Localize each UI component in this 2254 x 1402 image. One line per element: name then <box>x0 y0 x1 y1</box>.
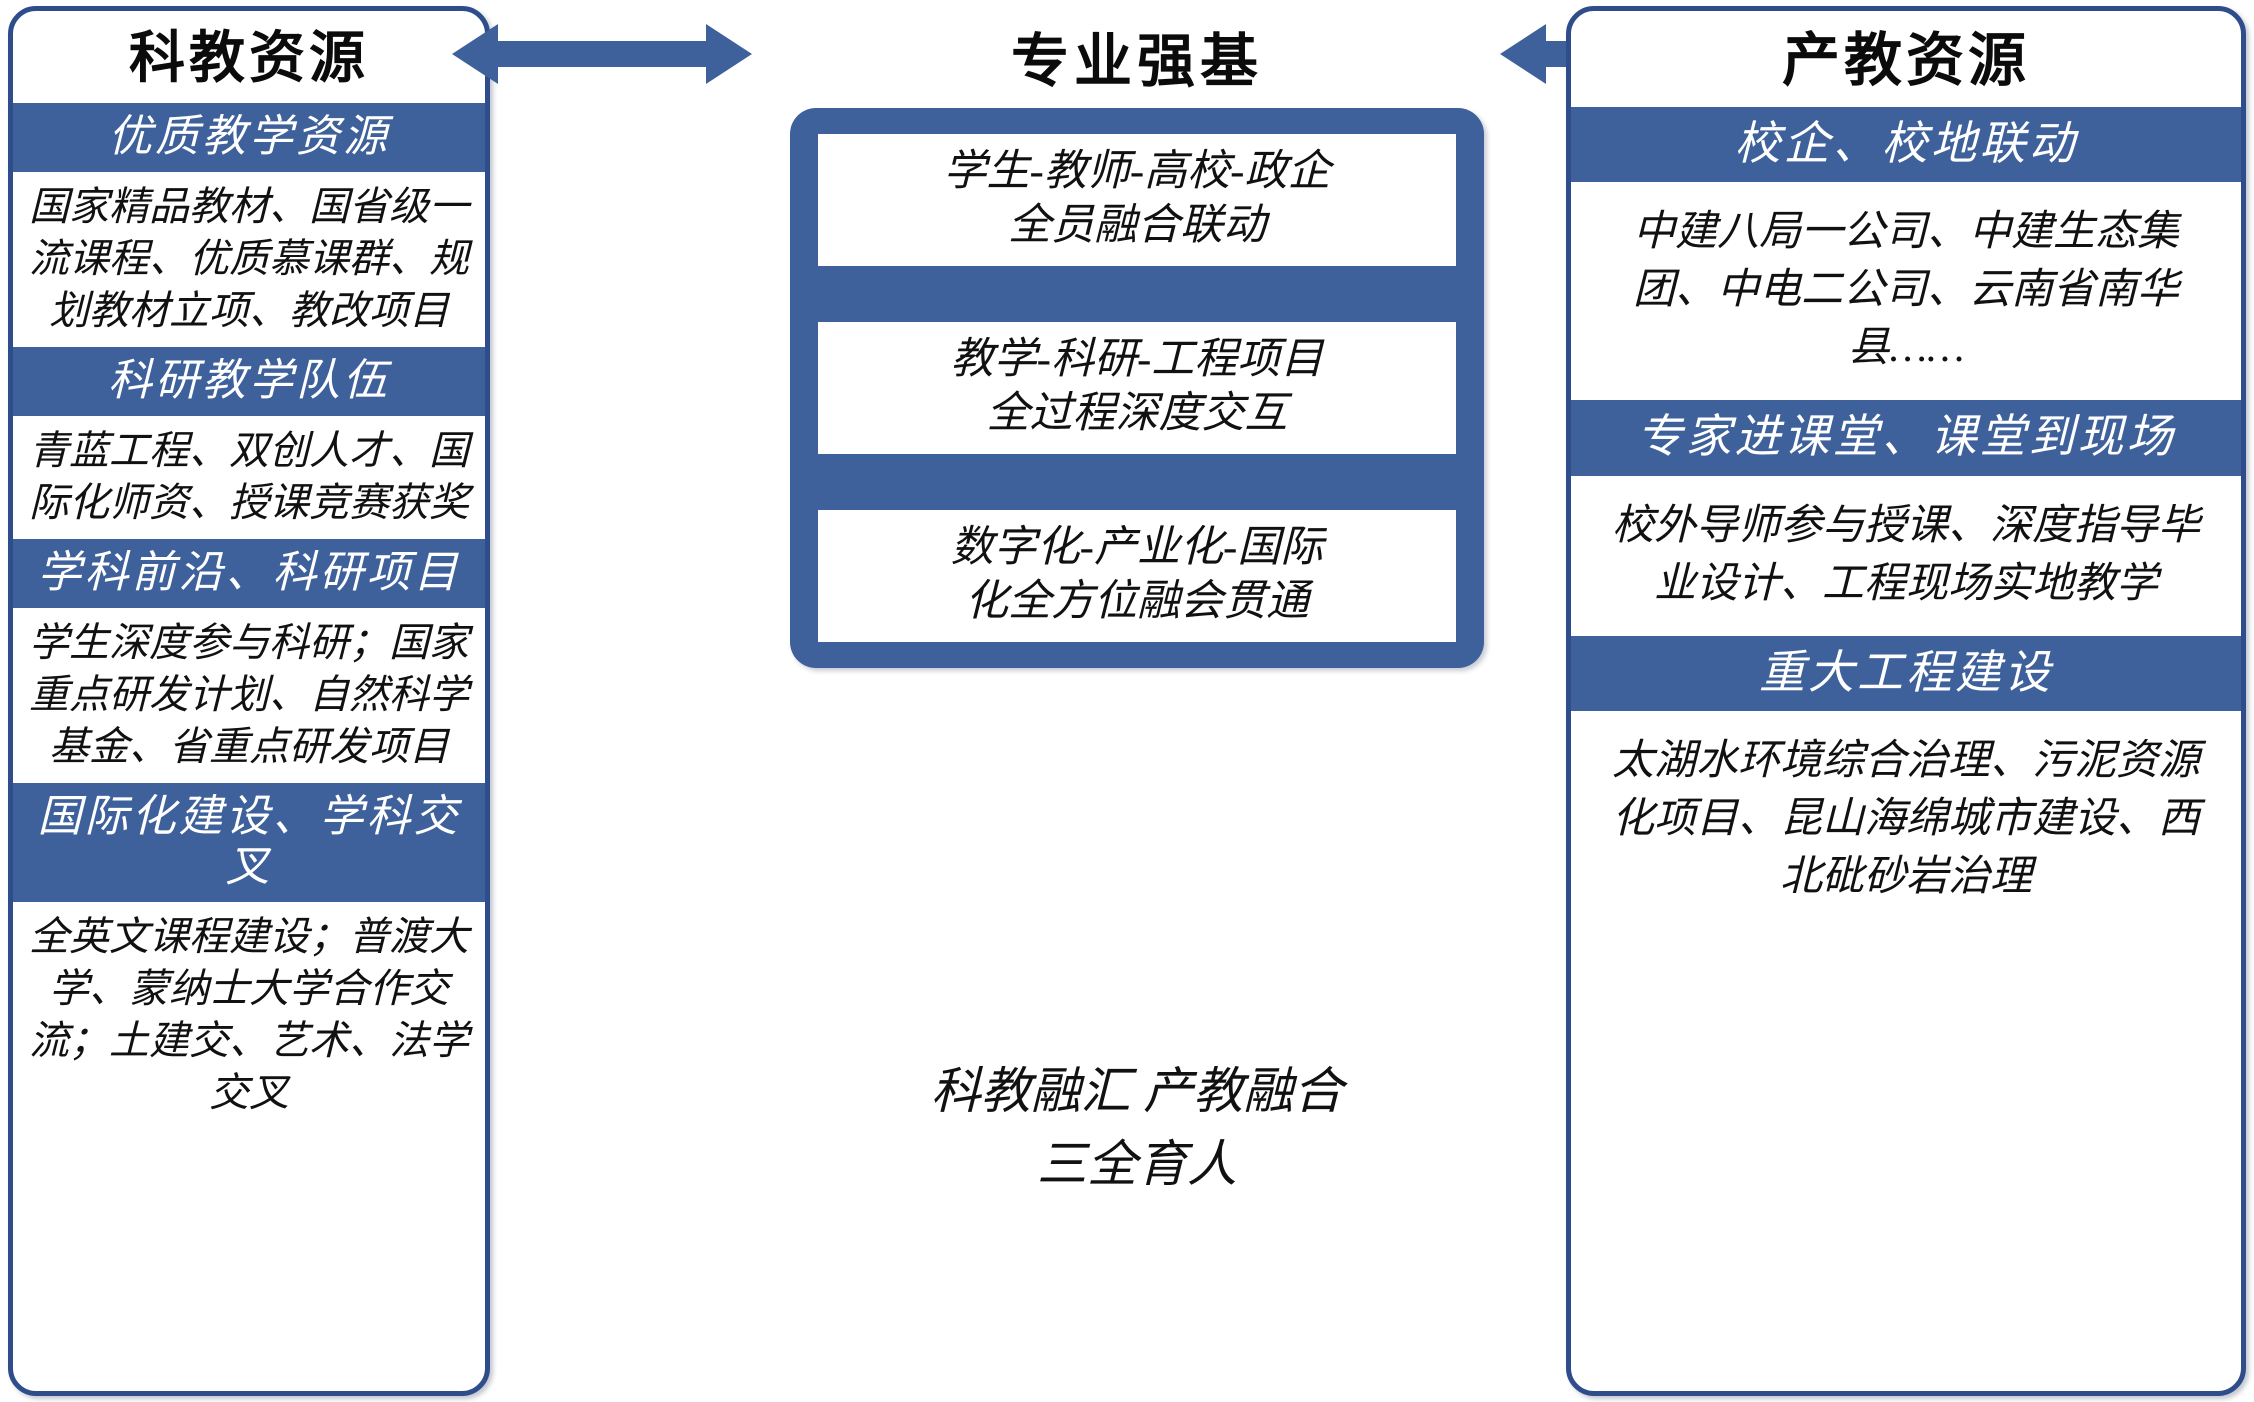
left-panel-title: 科教资源 <box>129 26 369 89</box>
center-core-box: 学生-教师-高校-政企全员融合联动 教学-科研-工程项目全过程深度交互 数字化-… <box>790 108 1484 668</box>
left-panel-science-education-resources: 科教资源 优质教学资源 国家精品教材、国省级一流课程、优质慕课群、规划教材立项、… <box>8 6 490 1396</box>
center-item-3: 数字化-产业化-国际化全方位融会贯通 <box>818 509 1456 642</box>
right-section-body-3: 太湖水环境综合治理、污泥资源化项目、昆山海绵城市建设、西北砒砂岩治理 <box>1611 738 2200 901</box>
center-slogan-line-2: 三全育人 <box>1037 1135 1237 1192</box>
center-column: 专业强基 学生-教师-高校-政企全员融合联动 教学-科研-工程项目全过程深度交互… <box>742 0 1532 1402</box>
right-section-heading-1: 校企、校地联动 <box>1571 106 2241 183</box>
left-section-body-2: 青蓝工程、双创人才、国际化师资、授课竞赛获奖 <box>29 428 469 526</box>
left-section-body-4: 全英文课程建设；普渡大学、蒙纳士大学合作交流；土建交、艺术、法学交叉 <box>29 913 469 1115</box>
left-section-body-3: 学生深度参与科研；国家重点研发计划、自然科学基金、省重点研发项目 <box>29 620 469 770</box>
center-title: 专业强基 <box>1010 29 1263 94</box>
right-panel-title: 产教资源 <box>1781 28 2030 93</box>
right-section-heading-2: 专家进课堂、课堂到现场 <box>1571 400 2241 476</box>
right-section-heading-3: 重大工程建设 <box>1571 635 2241 712</box>
double-headed-arrow-left <box>452 14 752 94</box>
left-section-heading-1: 优质教学资源 <box>13 102 485 172</box>
right-section-body-1: 中建八局一公司、中建生态集团、中电二公司、云南省南华县…… <box>1632 209 2179 372</box>
center-item-1: 学生-教师-高校-政企全员融合联动 <box>818 134 1456 267</box>
center-slogan: 科教融汇 产教融合 三全育人 <box>742 1055 1532 1200</box>
left-section-body-1: 国家精品教材、国省级一流课程、优质慕课群、规划教材立项、教改项目 <box>29 183 469 333</box>
left-section-heading-3: 学科前沿、科研项目 <box>13 539 485 609</box>
right-panel-industry-education-resources: 产教资源 校企、校地联动 中建八局一公司、中建生态集团、中电二公司、云南省南华县… <box>1566 6 2246 1396</box>
center-slogan-line-1: 科教融汇 产教融合 <box>930 1063 1344 1119</box>
left-section-heading-2: 科研教学队伍 <box>13 346 485 417</box>
center-item-2: 教学-科研-工程项目全过程深度交互 <box>818 321 1456 455</box>
left-section-heading-4: 国际化建设、学科交叉 <box>13 783 485 902</box>
right-section-body-2: 校外导师参与授课、深度指导毕业设计、工程现场实地教学 <box>1611 502 2200 607</box>
